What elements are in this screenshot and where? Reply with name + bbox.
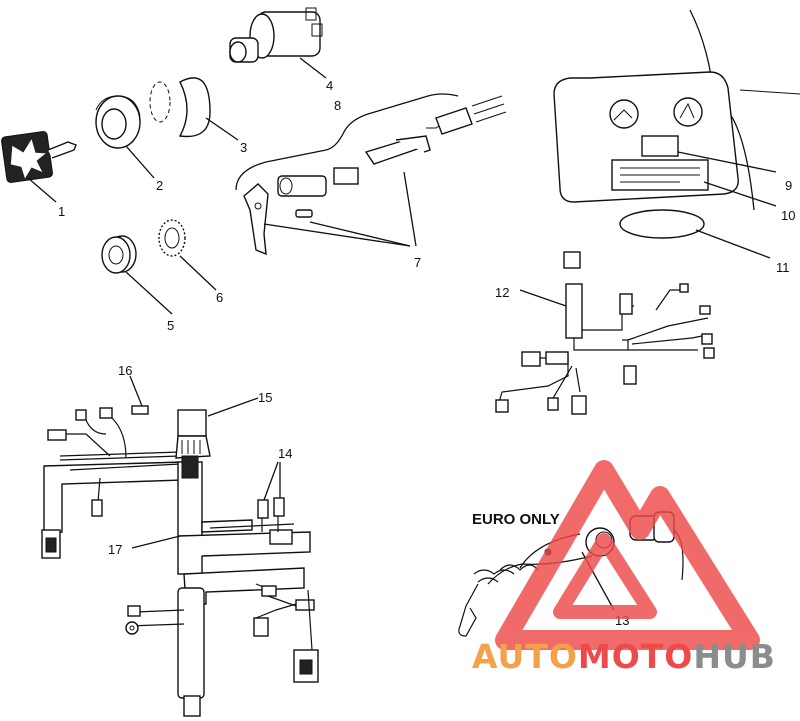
leader-2: [125, 145, 155, 179]
callout-4: 4: [326, 78, 333, 93]
leader-7c: [403, 171, 417, 247]
cover-part: [149, 77, 211, 138]
callout-17: 17: [108, 542, 122, 557]
callout-16: 16: [118, 363, 132, 378]
watermark-logo: [495, 460, 760, 650]
leader-11: [695, 229, 771, 259]
leader-6: [179, 255, 217, 291]
callout-10: 10: [781, 208, 795, 223]
leader-16: [129, 375, 143, 407]
leader-14a: [263, 461, 279, 501]
callout-11: 11: [776, 260, 790, 275]
callout-2: 2: [156, 178, 163, 193]
callout-15: 15: [258, 390, 272, 405]
washer-part-6: [158, 219, 186, 257]
washer-part-5: [101, 235, 137, 274]
callout-12: 12: [495, 285, 509, 300]
callout-7: 7: [414, 255, 421, 270]
callout-1: 1: [58, 204, 65, 219]
bezel-nut-part: [95, 95, 141, 149]
leader-7b: [263, 223, 411, 247]
callout-9: 9: [785, 178, 792, 193]
main-wiring-harness: [41, 405, 319, 717]
latch-assembly-part: [243, 95, 507, 256]
leader-10: [703, 181, 777, 207]
leader-17: [131, 535, 181, 549]
bracket-outline: [235, 93, 459, 191]
leader-3: [205, 117, 239, 141]
ignition-switch-part: [229, 7, 323, 63]
callout-14: 14: [278, 446, 292, 461]
key-part: [1, 131, 77, 183]
watermark-hub: HUB: [693, 637, 776, 676]
leader-15: [207, 397, 259, 417]
dash-panel-part: [553, 9, 800, 239]
leader-5: [125, 271, 173, 315]
callout-3: 3: [240, 140, 247, 155]
leader-7a: [309, 221, 411, 247]
callout-8: 8: [334, 98, 341, 113]
leader-12: [519, 289, 567, 307]
callout-5: 5: [167, 318, 174, 333]
watermark-auto: AUTO: [472, 637, 578, 676]
watermark-moto: MOTO: [578, 637, 693, 676]
leader-9: [677, 151, 777, 173]
wiring-harness-small: [495, 251, 715, 415]
watermark-text: AUTOMOTOHUB: [472, 637, 776, 676]
euro-only-label: EURO ONLY: [472, 511, 560, 528]
leader-1: [27, 177, 57, 203]
leader-4: [299, 57, 327, 79]
callout-6: 6: [216, 290, 223, 305]
